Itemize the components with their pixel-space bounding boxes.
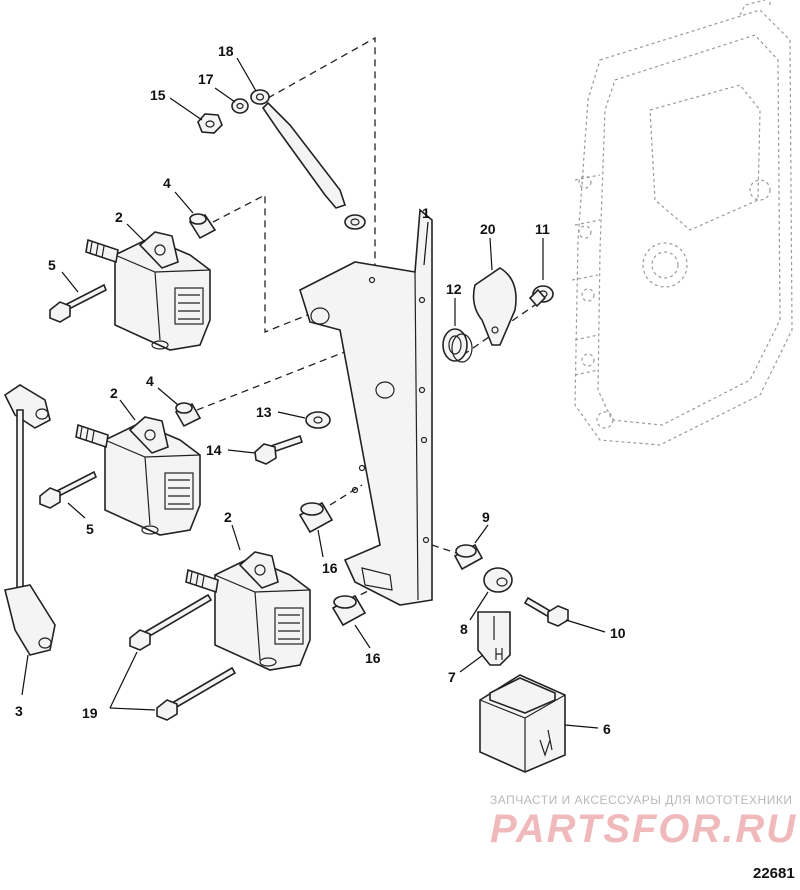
callout-11: 11 (535, 221, 550, 237)
callout-1: 1 (422, 205, 430, 221)
callout-10: 10 (610, 625, 626, 641)
callout-17: 17 (198, 71, 214, 87)
engine-cover-outline (571, 0, 793, 446)
clamp-20 (472, 267, 517, 346)
watermark-logo: PARTSFOR.RU (490, 807, 797, 851)
callout-2-lower: 2 (224, 509, 232, 525)
callout-18: 18 (218, 43, 234, 59)
document-number: 22681 (753, 865, 795, 882)
relay-bracket-7 (477, 611, 511, 666)
callout-9: 9 (482, 509, 490, 525)
bolt-19-lower (156, 666, 237, 721)
callout-6: 6 (603, 721, 611, 737)
callout-8: 8 (460, 621, 468, 637)
watermark: ЗАПЧАСТИ И АКСЕССУАРЫ ДЛЯ МОТОТЕХНИКИ PA… (490, 793, 797, 851)
washer-13 (305, 411, 331, 429)
nut-15 (197, 113, 223, 134)
callout-4-lower: 4 (146, 373, 154, 389)
callout-15: 15 (150, 87, 166, 103)
bolt-5-upper (49, 283, 108, 323)
ground-strap (250, 89, 366, 230)
spacer-16-lower (331, 594, 367, 627)
spacer-4-lower (174, 402, 202, 428)
bolt-19-upper (129, 593, 213, 651)
bolt-14 (254, 434, 304, 465)
spacer-4-upper (188, 213, 217, 240)
callout-labels: 18 17 15 4 2 5 1 20 11 12 4 13 2 14 5 9 … (15, 43, 626, 737)
bolt-5-lower (39, 470, 98, 509)
callout-2-upper: 2 (115, 209, 123, 225)
callout-5-lower: 5 (86, 521, 94, 537)
relay-6 (479, 674, 566, 773)
spark-plug-lead-3 (3, 384, 56, 656)
washer-17 (231, 98, 249, 114)
bolt-10 (523, 596, 569, 627)
callout-3: 3 (15, 703, 23, 719)
callout-20: 20 (480, 221, 496, 237)
mounting-bracket (299, 208, 433, 606)
grommet-12 (442, 328, 473, 363)
callout-19: 19 (82, 705, 98, 721)
callout-2-middle: 2 (110, 385, 118, 401)
spacer-16-upper (298, 501, 334, 534)
grommet-8 (483, 567, 513, 593)
callout-5-upper: 5 (48, 257, 56, 273)
callout-12: 12 (446, 281, 462, 297)
callout-14: 14 (206, 442, 222, 458)
ignition-coil-lower (185, 551, 311, 671)
ignition-coil-middle (75, 416, 201, 536)
callout-4-upper: 4 (163, 175, 171, 191)
watermark-tagline: ЗАПЧАСТИ И АКСЕССУАРЫ ДЛЯ МОТОТЕХНИКИ (490, 793, 792, 807)
callout-13: 13 (256, 404, 272, 420)
ignition-coil-upper (85, 231, 211, 351)
callout-7: 7 (448, 669, 456, 685)
leader-lines (21, 57, 606, 729)
nut-11 (528, 285, 554, 308)
callout-16-lower: 16 (365, 650, 381, 666)
sleeve-9 (453, 543, 484, 571)
callout-16-upper: 16 (322, 560, 338, 576)
